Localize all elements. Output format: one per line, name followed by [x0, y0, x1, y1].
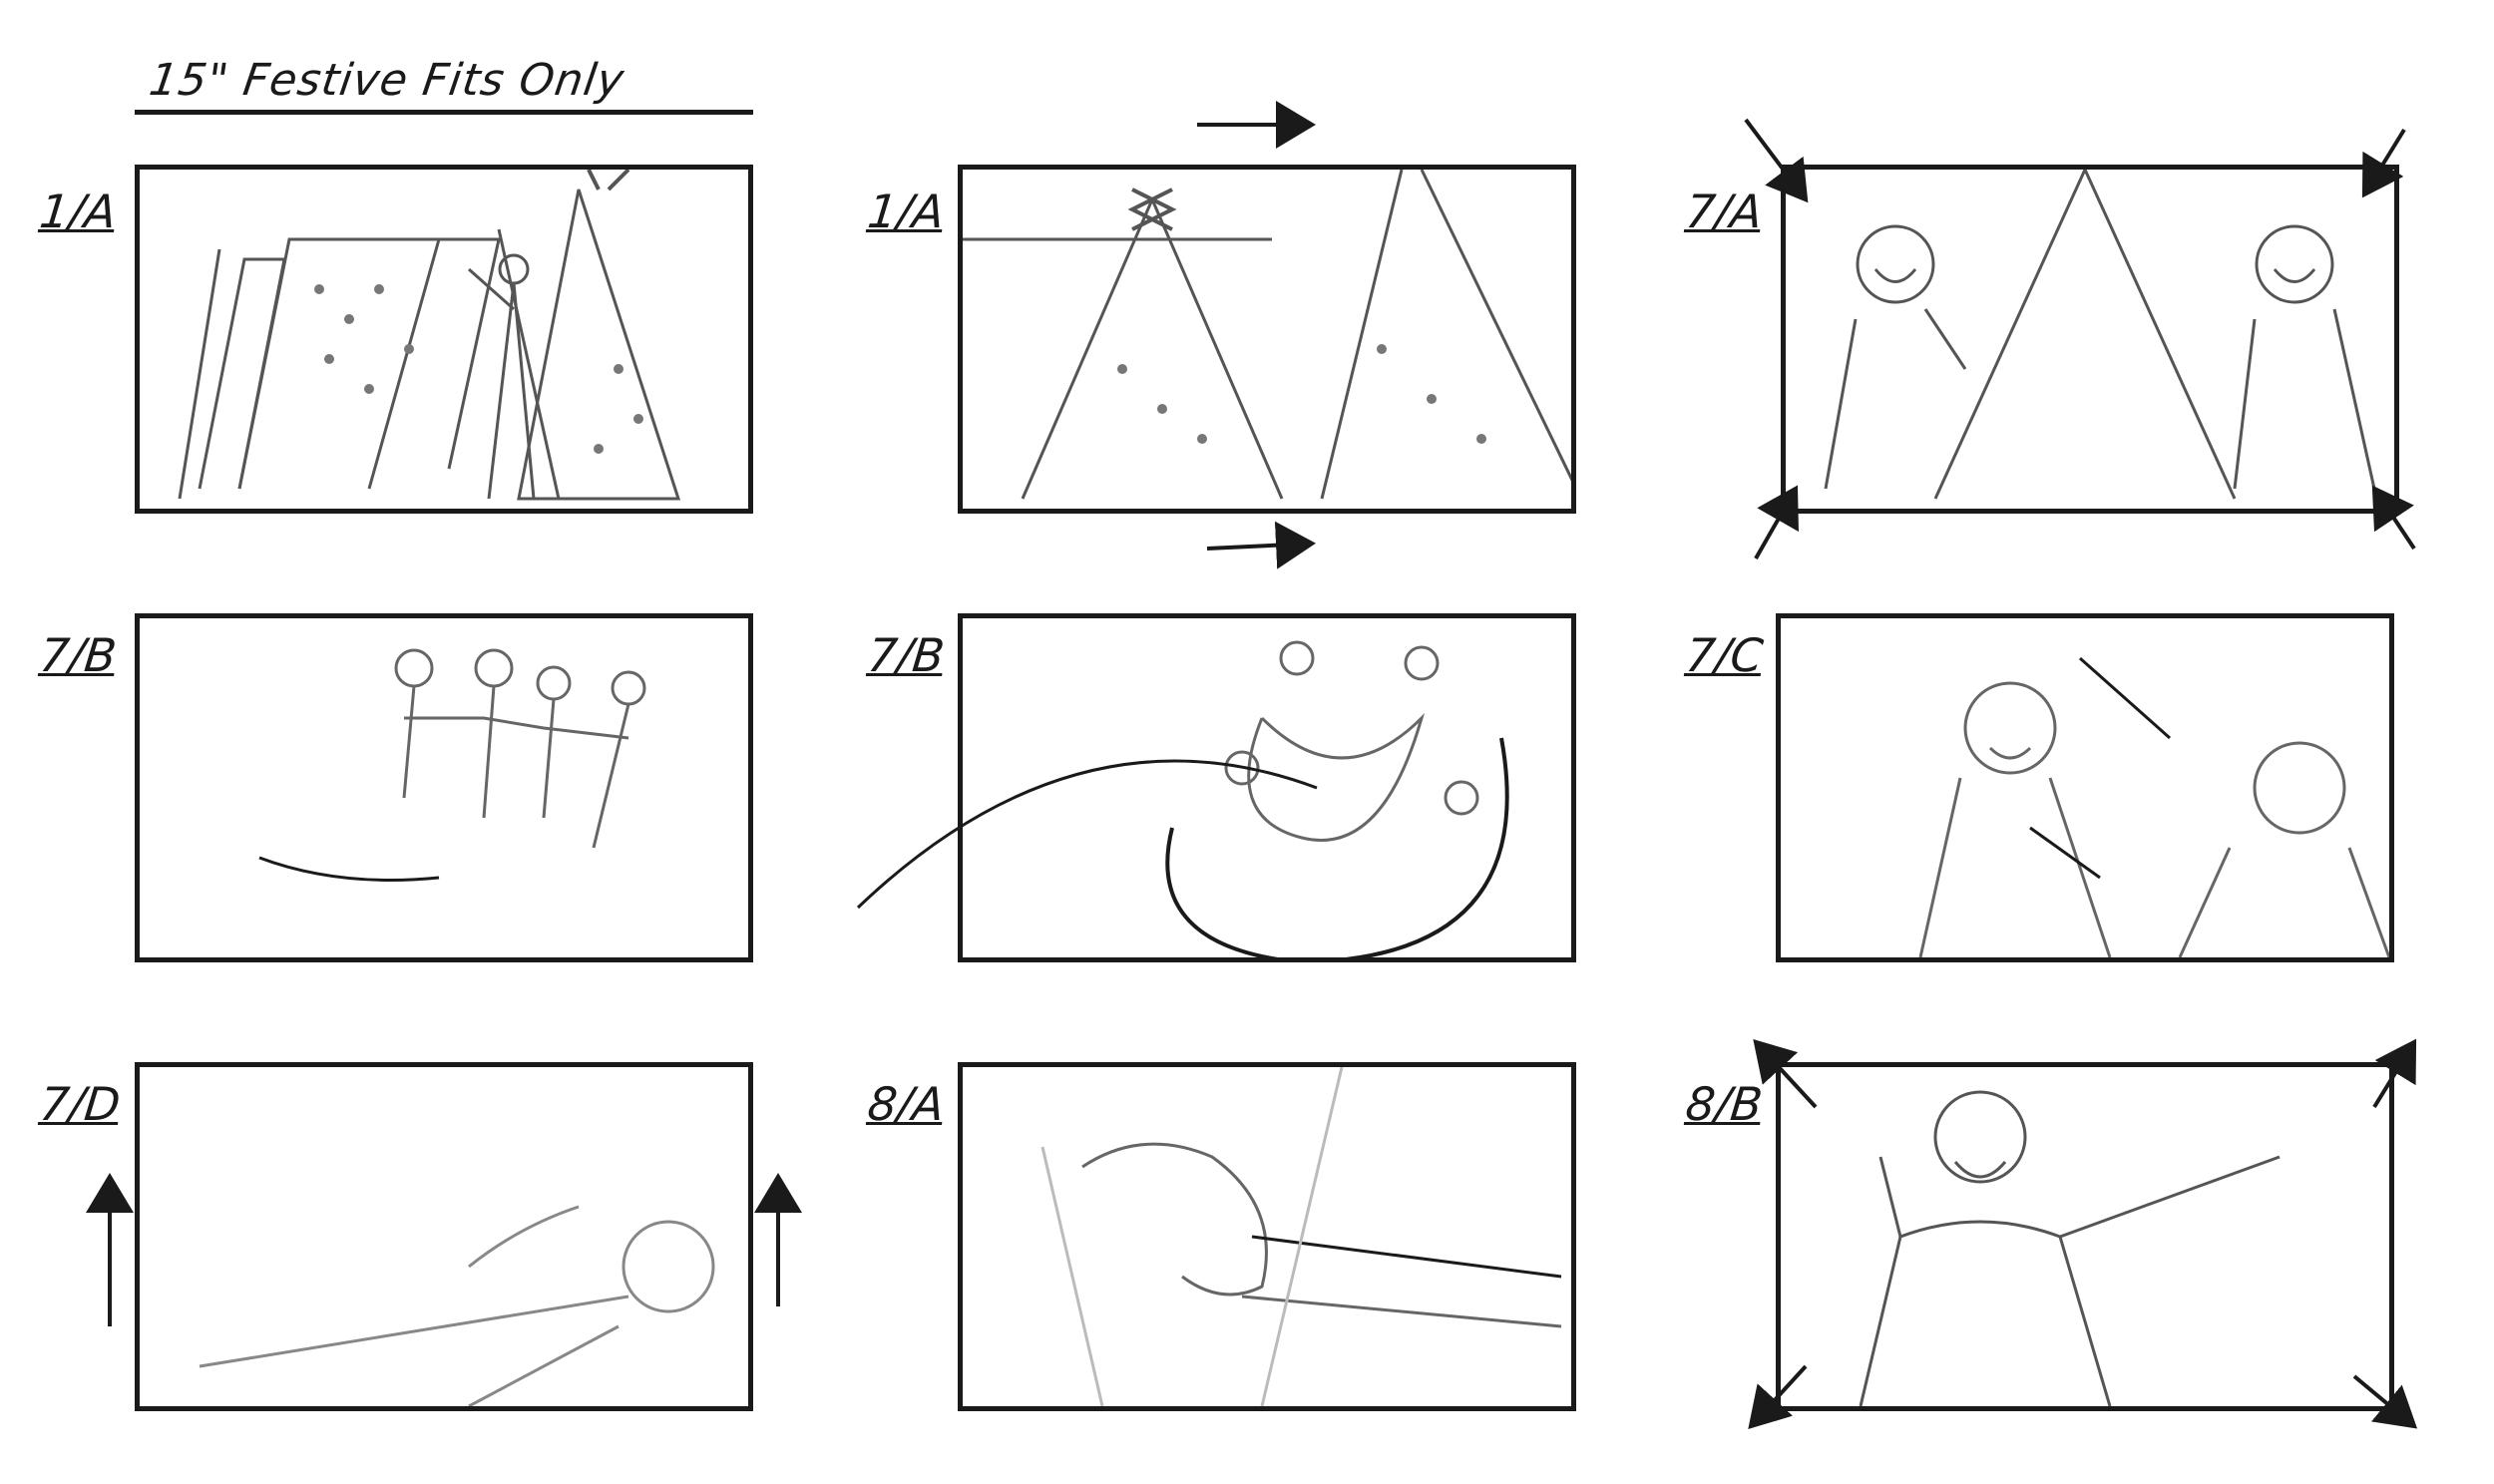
pan-arrow-bottom — [1206, 521, 1316, 569]
panel-5 — [958, 613, 1576, 965]
panel-1 — [135, 165, 753, 514]
sketch-kids-tree — [1824, 169, 2376, 500]
sketch-girl-flying — [199, 1205, 715, 1408]
sketch-group-dance — [258, 648, 646, 882]
sketch-boy-celebrating — [1859, 1090, 2281, 1407]
sketch-stage-trees — [178, 168, 681, 501]
panel-4 — [135, 613, 753, 962]
panel-8 — [958, 1062, 1576, 1411]
title-underline — [135, 110, 753, 115]
sketch-hand-closeup — [1040, 1066, 1562, 1407]
panel-3 — [1781, 165, 2399, 514]
panel-9 — [1776, 1062, 2394, 1411]
sketch-pan-trees — [963, 169, 1583, 500]
sketch-girl-reaching-boy — [1918, 656, 2391, 958]
panel-2 — [958, 165, 1583, 514]
panel-6 — [1776, 613, 2394, 962]
panel-7 — [135, 1062, 753, 1411]
